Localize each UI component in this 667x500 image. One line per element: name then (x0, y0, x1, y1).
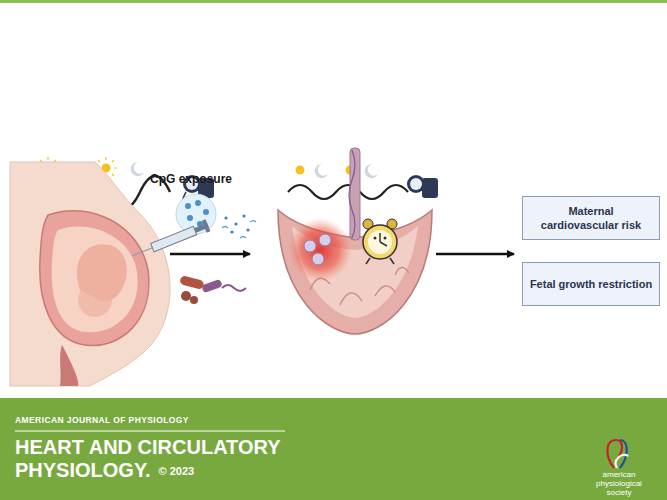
top-rule (0, 0, 667, 3)
outcome-box: Maternal cardiovascular risk (522, 196, 660, 240)
clock-icon (363, 219, 397, 264)
footer-band (0, 398, 667, 500)
cpg-syringe (130, 194, 256, 262)
copyright-label: © 2023 (159, 465, 239, 478)
outcome-text: Maternal cardiovascular risk (529, 204, 653, 232)
right-rhythm (288, 164, 438, 199)
aps-logo (607, 440, 628, 468)
outcome-text: Fetal growth restriction (530, 277, 652, 291)
exposure-label: CpG exposure (150, 172, 270, 186)
flow-arrow (170, 253, 250, 256)
placenta (278, 148, 432, 334)
bacteria (179, 275, 246, 304)
journal-label: AMERICAN JOURNAL OF PHYSIOLOGY (15, 415, 315, 426)
society-label: american physiological society (588, 470, 650, 497)
flow-arrow (436, 253, 514, 256)
pregnant-woman (10, 162, 170, 386)
outcome-box: Fetal growth restriction (522, 262, 660, 306)
footer-rule (15, 431, 285, 432)
